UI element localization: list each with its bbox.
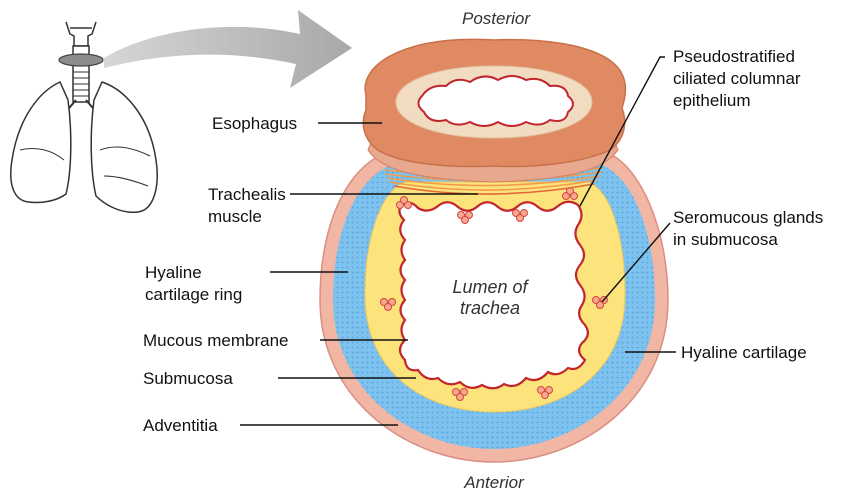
hyaline-ring-label-line2: cartilage ring bbox=[145, 285, 242, 304]
hyaline-ring-label-line1: Hyaline bbox=[145, 263, 202, 282]
submucosa-label: Submucosa bbox=[143, 369, 233, 388]
trachealis-label-line1: Trachealis bbox=[208, 185, 286, 204]
lumen-label-line2: trachea bbox=[460, 298, 520, 318]
glands-label-line1: Seromucous glands bbox=[673, 208, 823, 227]
anterior-label: Anterior bbox=[463, 473, 525, 492]
esophagus bbox=[363, 39, 625, 182]
hyaline-cartilage-label: Hyaline cartilage bbox=[681, 343, 807, 362]
zoom-arrow-icon bbox=[104, 10, 352, 88]
glands-label-line2: in submucosa bbox=[673, 230, 778, 249]
adventitia-label: Adventitia bbox=[143, 416, 218, 435]
epithelium-label-line1: Pseudostratified bbox=[673, 47, 795, 66]
trachealis-label-line2: muscle bbox=[208, 207, 262, 226]
epithelium-label-line3: epithelium bbox=[673, 91, 751, 110]
esophagus-label: Esophagus bbox=[212, 114, 297, 133]
epithelium-label-line2: ciliated columnar bbox=[673, 69, 801, 88]
mucous-membrane-label: Mucous membrane bbox=[143, 331, 289, 350]
lumen-label-line1: Lumen of bbox=[452, 277, 529, 297]
posterior-label: Posterior bbox=[462, 9, 531, 28]
